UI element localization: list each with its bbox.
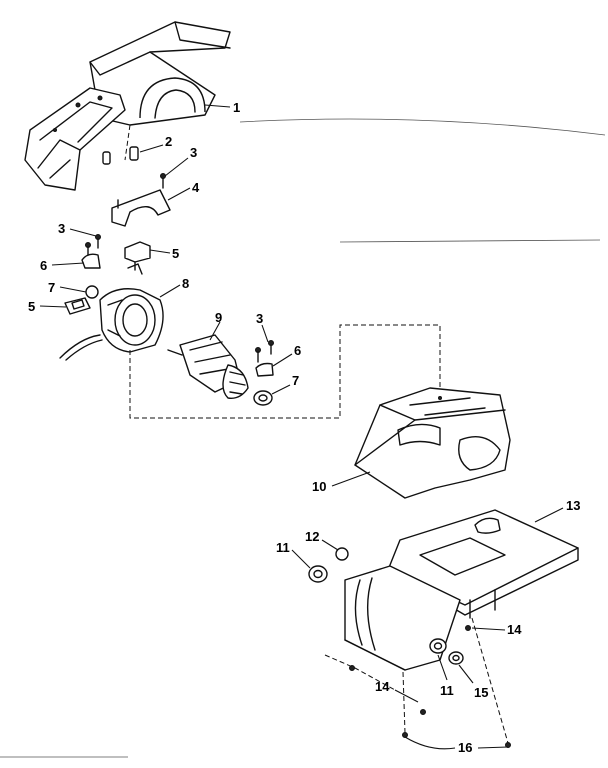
- callout-15: 15: [474, 685, 488, 700]
- dash-14: [324, 654, 396, 691]
- leader-8: [159, 284, 181, 298]
- callout-11a: 11: [276, 540, 290, 555]
- callout-12: 12: [305, 529, 319, 544]
- part-6-clip-right: [255, 362, 274, 377]
- callout-2: 2: [165, 134, 172, 149]
- callout-5a: 5: [172, 246, 179, 261]
- part-1-motor-housing: [24, 21, 231, 191]
- callout-16: 16: [458, 740, 472, 755]
- leader-6a: [51, 262, 85, 266]
- dash-1: [124, 124, 131, 161]
- leader-13: [534, 507, 564, 523]
- part-12-knob: [335, 547, 349, 561]
- callout-5b: 5: [28, 299, 35, 314]
- part-3-screws-right: [255, 340, 274, 363]
- part-11-roller-right: [429, 638, 447, 654]
- leader-11a: [291, 549, 311, 569]
- leader-5a: [149, 249, 171, 254]
- part-2-screws: [102, 146, 139, 165]
- leader-4: [167, 187, 191, 201]
- callout-6a: 6: [40, 258, 47, 273]
- part-9-armature: [167, 334, 249, 399]
- part-8-field-stator: [59, 288, 164, 361]
- scan-line: [239, 118, 606, 136]
- leader-9: [209, 321, 221, 341]
- leader-1: [204, 104, 231, 108]
- callout-14b: 14: [375, 679, 390, 694]
- callout-7a: 7: [48, 280, 55, 295]
- callout-7b: 7: [292, 373, 299, 388]
- part-16-screws: [402, 709, 511, 748]
- callout-9: 9: [215, 310, 222, 325]
- leader-6b: [272, 353, 293, 367]
- leader-10: [331, 471, 371, 487]
- part-14-screw-right: [465, 625, 471, 631]
- callout-3b: 3: [58, 221, 65, 236]
- part-5-brush: [64, 297, 91, 315]
- part-7-bearing: [253, 390, 273, 406]
- callout-13: 13: [566, 498, 580, 513]
- leader-5b: [39, 305, 67, 308]
- part-15-washer: [448, 651, 464, 665]
- leader-7a: [59, 286, 87, 293]
- callout-10: 10: [312, 479, 326, 494]
- leader-16: [404, 736, 509, 750]
- leader-15: [458, 664, 474, 684]
- callout-14a: 14: [507, 622, 522, 637]
- leader-3a: [164, 157, 189, 177]
- callout-3c: 3: [256, 311, 263, 326]
- leader-14b: [394, 689, 419, 703]
- part-11-roller-left: [308, 565, 328, 583]
- callout-1: 1: [233, 100, 240, 115]
- callout-6b: 6: [294, 343, 301, 358]
- part-7-cap: [85, 285, 99, 299]
- dash-16: [402, 617, 509, 744]
- leader-14a: [471, 627, 506, 631]
- callout-11b: 11: [440, 683, 454, 698]
- callout-3a: 3: [190, 145, 197, 160]
- part-6-clip: [81, 253, 101, 269]
- part-3-screws-left: [85, 234, 101, 256]
- leader-11b: [437, 654, 448, 681]
- callout-4: 4: [192, 180, 200, 195]
- leader-3b: [69, 228, 97, 237]
- leader-7b: [271, 384, 291, 395]
- leader-2: [139, 144, 164, 153]
- callout-8: 8: [182, 276, 189, 291]
- scan-line: [339, 239, 601, 243]
- assembly-line: [129, 324, 441, 419]
- leader-12: [321, 539, 339, 551]
- part-5-brush-holder: [124, 241, 151, 275]
- leader-3c: [261, 324, 269, 343]
- part-4-bracket: [111, 189, 171, 227]
- part-10-gear-housing: [354, 387, 511, 499]
